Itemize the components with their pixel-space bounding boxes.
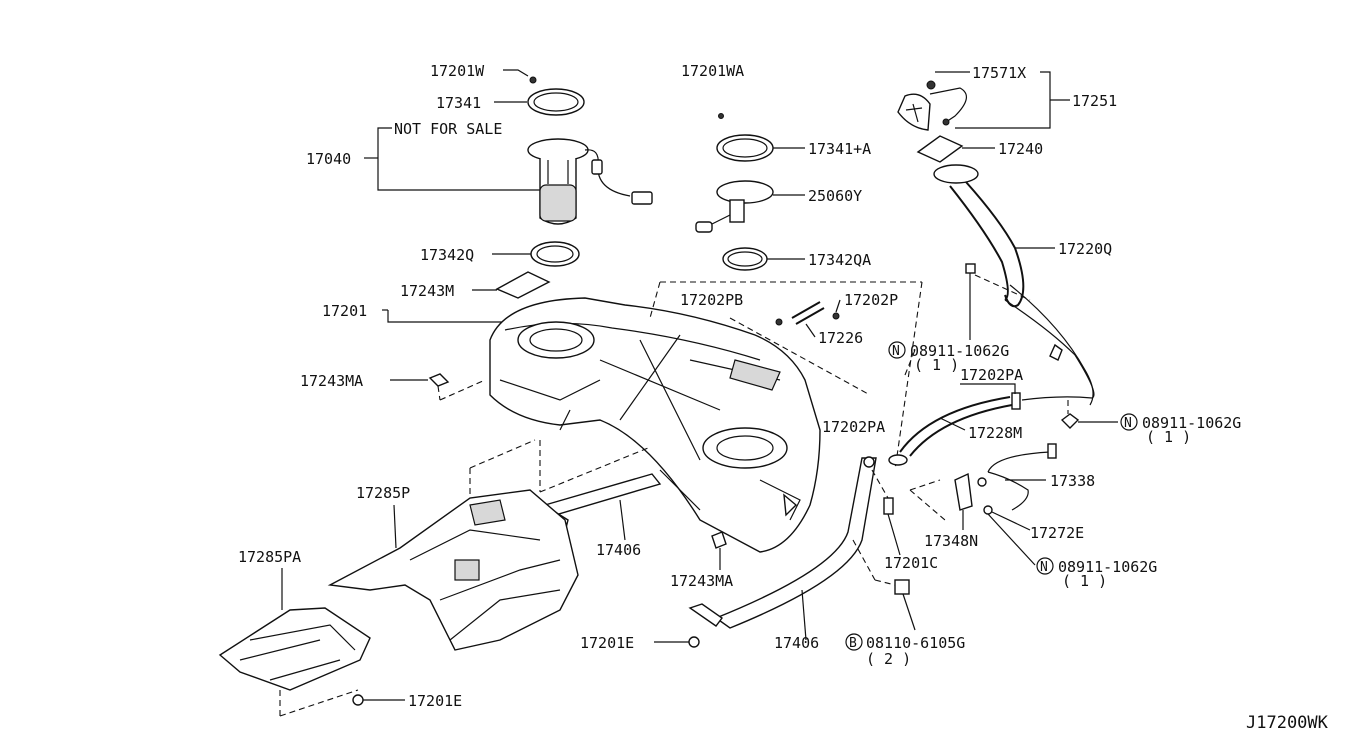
label-17202pb: 17202PB <box>680 291 743 309</box>
symbol-b-1: B <box>845 633 863 651</box>
label-17342qa: 17342QA <box>808 251 871 269</box>
symbol-n-2: N <box>1120 413 1138 431</box>
label-17201e-mid: 17201E <box>580 634 634 652</box>
diagram-code: J17200WK <box>1246 713 1329 733</box>
label-17348n: 17348N <box>924 532 978 550</box>
fuel-pump-17040 <box>527 138 653 225</box>
label-17243ma-mid: 17243MA <box>670 572 733 590</box>
label-qty-lower: ( 1 ) <box>1062 572 1107 590</box>
filler-tube-17220q <box>933 164 1095 406</box>
symbol-n-1: N <box>888 341 906 359</box>
hose-17338-group <box>909 443 1057 566</box>
fuel-level-sender-group <box>695 113 805 271</box>
label-17341a: 17341+A <box>808 140 871 158</box>
label-17220q: 17220Q <box>1058 240 1112 258</box>
label-17571x: 17571X <box>972 64 1026 82</box>
label-17285pa: 17285PA <box>238 548 301 566</box>
label-08911-lower: 08911-1062G <box>1058 558 1157 576</box>
screw-17201wa <box>718 113 724 119</box>
label-17201w: 17201W <box>430 62 485 80</box>
label-17202pa-lower: 17202PA <box>822 418 885 436</box>
label-17202pa-upper: 17202PA <box>960 366 1023 384</box>
nut-17201e-mid <box>688 636 700 648</box>
label-17251: 17251 <box>1072 92 1117 110</box>
bolt-17201c <box>871 469 901 556</box>
fuel-tank-17201 <box>382 281 923 553</box>
label-17243m: 17243M <box>400 282 454 300</box>
nut-08911-top <box>904 263 976 376</box>
hose-17226-group <box>729 299 871 396</box>
label-08911-top: 08911-1062G <box>910 342 1009 360</box>
fuel-pump-assembly <box>364 69 653 299</box>
nut-08911-right <box>1060 400 1118 429</box>
label-17285p: 17285P <box>356 484 410 502</box>
label-17342q: 17342Q <box>420 246 474 264</box>
label-17341: 17341 <box>436 94 481 112</box>
svg-text:N: N <box>1040 560 1048 575</box>
label-17240: 17240 <box>998 140 1043 158</box>
bolt-08110 <box>852 539 916 631</box>
label-08911-right: 08911-1062G <box>1142 414 1241 432</box>
label-17201wa: 17201WA <box>681 62 744 80</box>
label-not-for-sale: NOT FOR SALE <box>394 120 502 138</box>
label-17201c: 17201C <box>884 554 938 572</box>
pad-17243ma-mid <box>711 531 727 570</box>
label-17201: 17201 <box>322 302 367 320</box>
label-qty-top: ( 1 ) <box>914 356 959 374</box>
label-17201e-bottom: 17201E <box>408 692 462 710</box>
svg-text:B: B <box>849 636 857 651</box>
label-17202p: 17202P <box>844 291 898 309</box>
label-17228m: 17228M <box>968 424 1022 442</box>
label-08110: 08110-6105G <box>866 634 965 652</box>
symbol-n-3: N <box>1036 557 1054 575</box>
label-17040: 17040 <box>306 150 351 168</box>
svg-text:N: N <box>1124 416 1132 431</box>
screw-17201w <box>529 76 537 84</box>
heat-shield-17285pa <box>218 568 371 717</box>
label-17406-bottom: 17406 <box>774 634 819 652</box>
svg-text:N: N <box>892 344 900 359</box>
label-17243m <box>495 271 551 299</box>
ring-17342qa <box>722 247 768 271</box>
label-17338: 17338 <box>1050 472 1095 490</box>
filler-cap-group <box>897 71 1070 163</box>
nut-17201e-bottom <box>352 694 405 706</box>
tank-band-17406-bottom <box>654 456 877 648</box>
label-qty-right: ( 1 ) <box>1146 428 1191 446</box>
breather-tube-17228m <box>888 383 1021 466</box>
label-25060y: 25060Y <box>808 187 862 205</box>
label-qty-bolt: ( 2 ) <box>866 650 911 668</box>
heat-shield-17285p <box>327 439 579 651</box>
label-17406-mid: 17406 <box>596 541 641 559</box>
label-17226: 17226 <box>818 329 863 347</box>
pad-17243ma-left <box>390 373 486 401</box>
label-17243ma-left: 17243MA <box>300 372 363 390</box>
label-17272e: 17272E <box>1030 524 1084 542</box>
sender-25060y <box>695 180 774 233</box>
